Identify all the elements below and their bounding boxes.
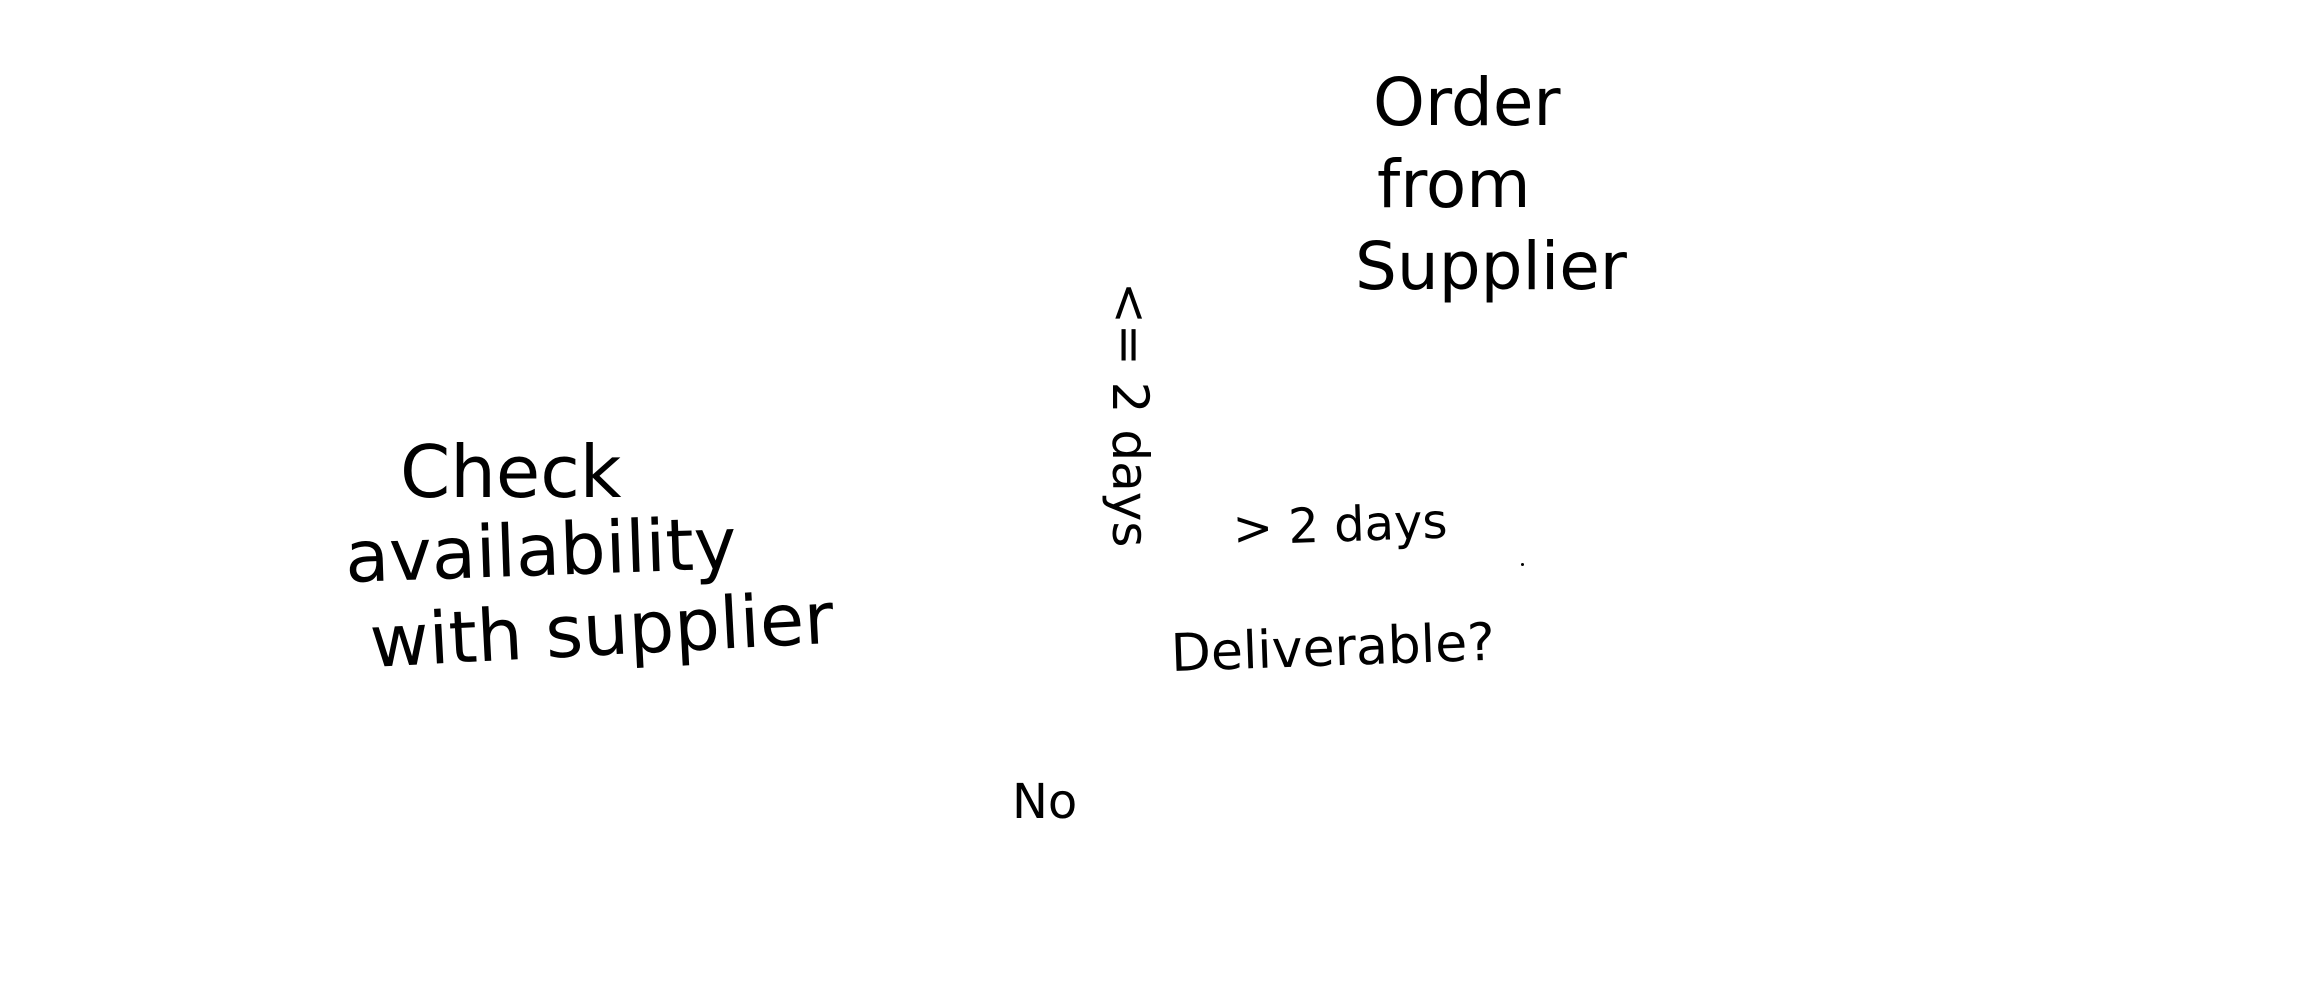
stray-mark bbox=[1521, 563, 1524, 566]
edge-label-no: No bbox=[1012, 774, 1078, 830]
deliverable-decision-node: Deliverable? bbox=[1169, 612, 1496, 684]
order-from-supplier-node: Order from Supplier bbox=[1355, 62, 1627, 307]
check-availability-line-1: Check bbox=[400, 430, 622, 514]
edge-label-le-2-days: <= 2 days bbox=[1101, 282, 1159, 548]
edge-label-gt-2-days: > 2 days bbox=[1231, 493, 1449, 557]
order-from-supplier-line-2: from bbox=[1377, 145, 1531, 223]
order-from-supplier-line-3: Supplier bbox=[1355, 227, 1627, 305]
check-availability-node: Check availability with supplier bbox=[344, 430, 836, 685]
order-from-supplier-line-1: Order bbox=[1373, 64, 1561, 141]
